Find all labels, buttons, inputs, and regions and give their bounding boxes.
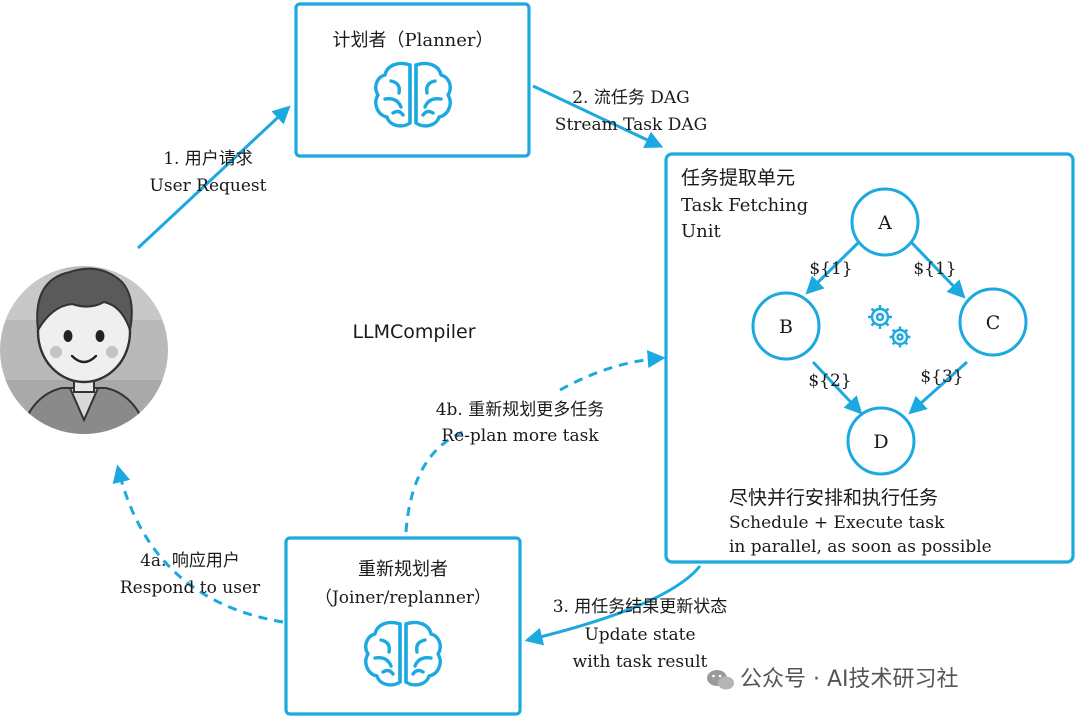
watermark: 公众号 · AI技术研习社: [707, 667, 959, 692]
edge-label-a-c: ${1}: [913, 259, 956, 279]
center-label: LLMCompiler: [352, 321, 475, 343]
step2-label-zh: 2. 流任务 DAG: [572, 88, 690, 108]
watermark-text: 公众号 · AI技术研习社: [740, 667, 959, 692]
arrow-respond-user: [112, 464, 284, 624]
svg-text:C: C: [986, 312, 1001, 334]
step3-label-en-line1: Update state: [584, 625, 695, 645]
dag-node-c: C: [958, 287, 1028, 357]
wechat-icon: [707, 670, 734, 690]
step4a-label-zh: 4a. 响应用户: [140, 551, 240, 571]
arrow-update-state: [524, 565, 702, 646]
joiner-title-zh: 重新规划者: [358, 559, 448, 580]
brain-icon: [364, 620, 442, 687]
edge-label-a-b: ${1}: [809, 259, 852, 279]
user-avatar-icon: [0, 266, 168, 434]
tfu-footer-en-line1: Schedule + Execute task: [729, 513, 945, 533]
svg-text:A: A: [877, 212, 892, 234]
dag-node-b: B: [751, 291, 821, 361]
arrow-stream-dag: [532, 84, 664, 148]
svg-text:D: D: [873, 431, 888, 453]
edge-label-b-d: ${2}: [808, 371, 851, 391]
joiner-title-en: （Joiner/replanner）: [315, 588, 491, 608]
task-fetching-unit-box: 任务提取单元 Task Fetching Unit ${1} ${1} ${2}…: [664, 152, 1075, 564]
step4a-label-en: Respond to user: [120, 578, 261, 598]
joiner-box: 重新规划者 （Joiner/replanner）: [284, 536, 522, 716]
step1-label-zh: 1. 用户请求: [163, 149, 253, 169]
step4b-label-zh: 4b. 重新规划更多任务: [436, 400, 605, 420]
arrow-user-request: [136, 105, 291, 250]
gears-icon: [868, 305, 911, 348]
step2-label-en: Stream Task DAG: [555, 115, 707, 135]
planner-title: 计划者（Planner）: [332, 30, 493, 51]
tfu-title-zh: 任务提取单元: [681, 167, 795, 189]
arrow-replan: [404, 358, 662, 533]
tfu-title-en-line1: Task Fetching: [681, 195, 808, 216]
tfu-title-en-line2: Unit: [681, 221, 722, 242]
dag-node-a: A: [850, 187, 920, 257]
step3-label-zh: 3. 用任务结果更新状态: [553, 597, 728, 617]
tfu-footer-en-line2: in parallel, as soon as possible: [729, 537, 992, 557]
dag-node-d: D: [846, 406, 916, 476]
edge-c-to-d: [908, 360, 968, 415]
step1-label-en: User Request: [150, 176, 267, 196]
edge-a-to-b: [805, 241, 860, 295]
step3-label-en-line2: with task result: [573, 652, 708, 672]
brain-icon: [374, 61, 452, 128]
edge-b-to-d: [811, 360, 863, 415]
step4b-label-en: Re-plan more task: [441, 426, 599, 446]
edge-label-c-d: ${3}: [920, 367, 963, 387]
svg-text:B: B: [779, 316, 793, 338]
planner-box: 计划者（Planner）: [294, 2, 531, 158]
edge-a-to-c: [910, 241, 966, 299]
tfu-footer-zh: 尽快并行安排和执行任务: [729, 487, 938, 509]
